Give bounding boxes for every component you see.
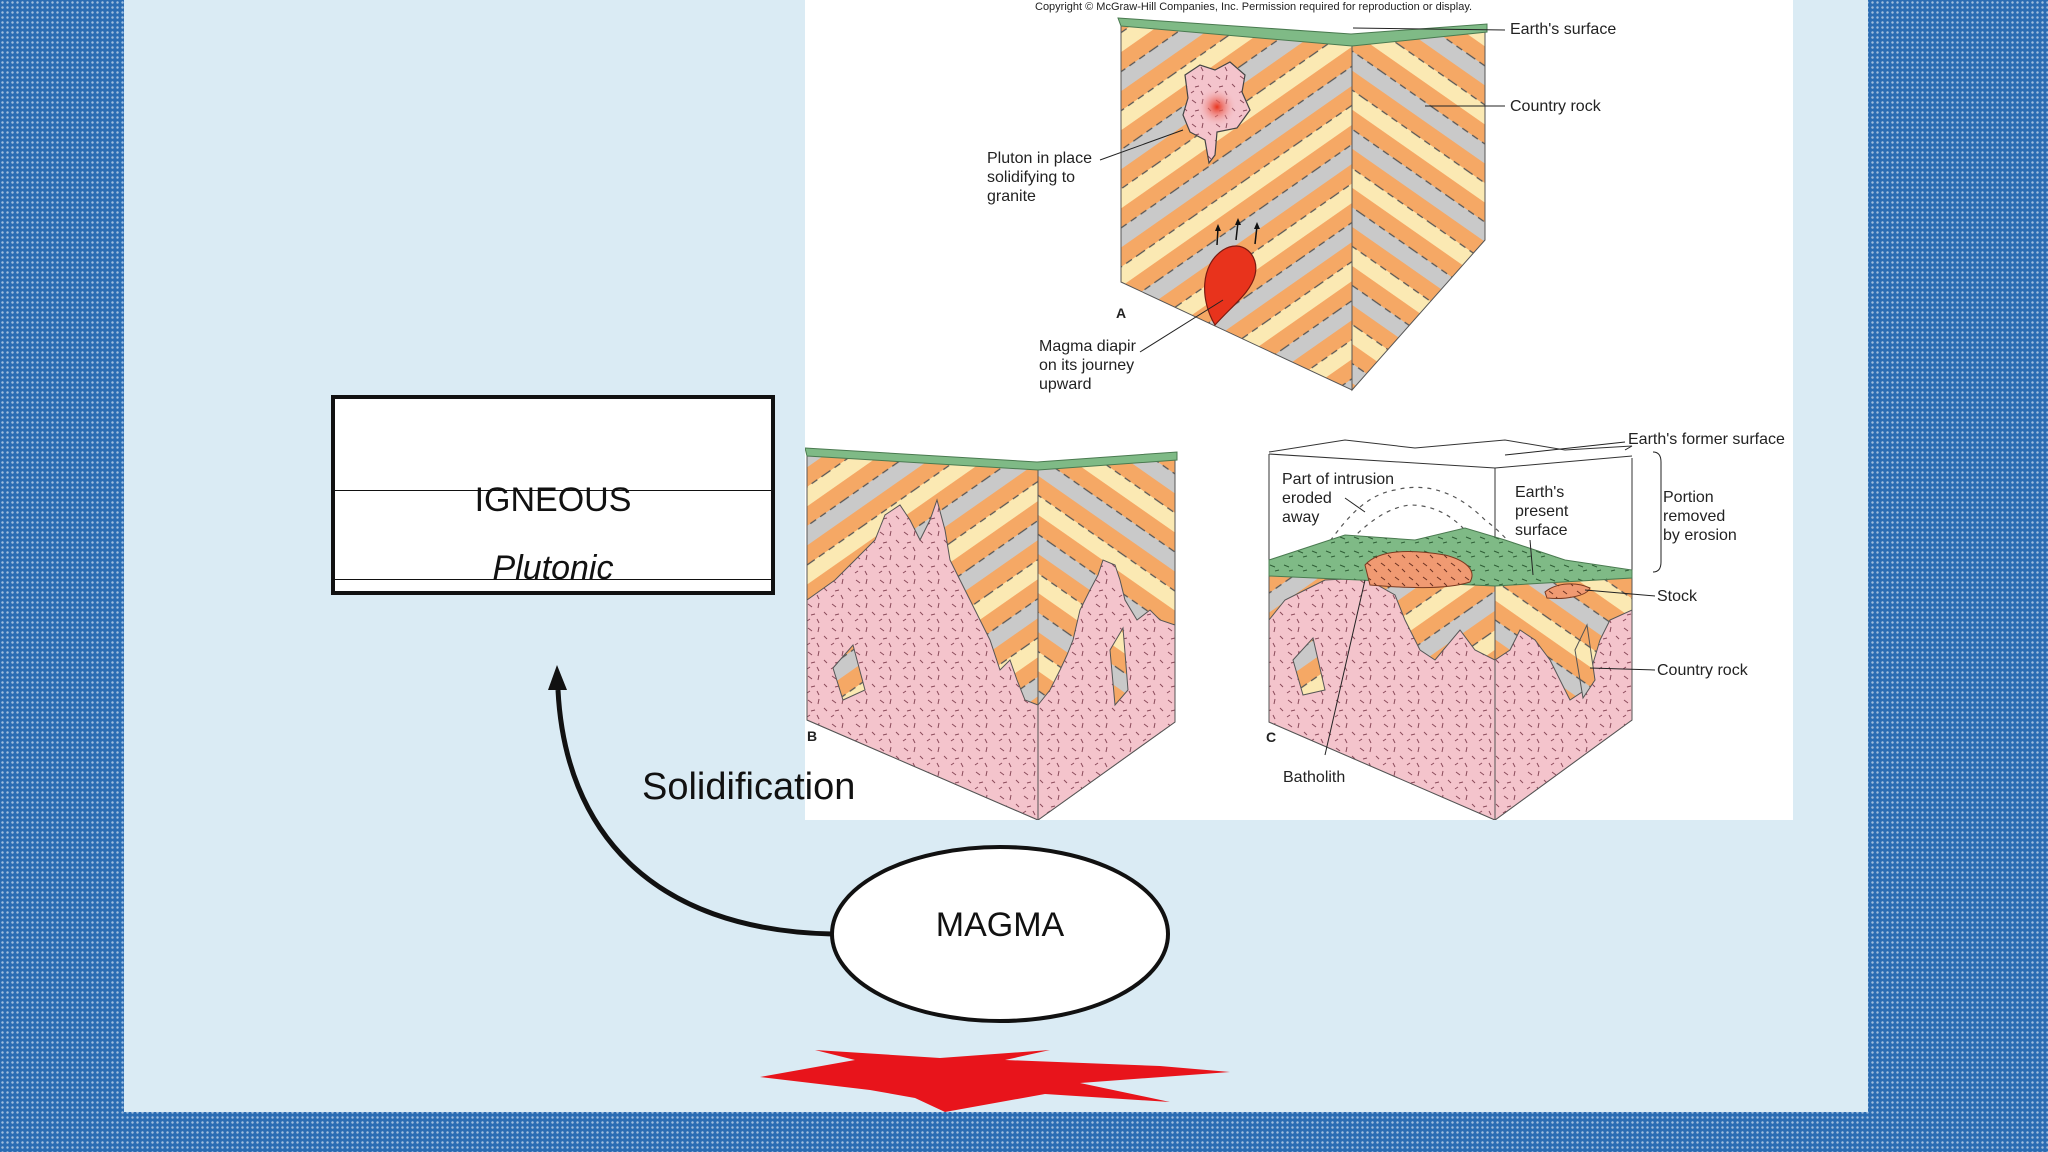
panel-c-block	[1268, 439, 1633, 820]
solidification-arrow	[555, 689, 833, 937]
stock-label: Stock	[1657, 588, 1698, 605]
pluton-figure: Copyright © McGraw-Hill Companies, Inc. …	[805, 0, 1793, 820]
arrow-head	[548, 665, 567, 690]
heat-starburst	[760, 1050, 1230, 1112]
solidification-label: Solidification	[642, 766, 856, 808]
exposed-batholith	[1364, 550, 1473, 589]
portion-removed-label: Portion removed by erosion	[1663, 489, 1737, 544]
rock-subtype: Plutonic	[492, 549, 614, 587]
box-divider-bottom	[335, 579, 771, 580]
country-rock-label-c: Country rock	[1657, 662, 1749, 679]
batholith-label: Batholith	[1283, 769, 1345, 786]
pluton-label: Pluton in place solidifying to granite	[987, 150, 1096, 205]
panel-a-letter: A	[1116, 305, 1126, 321]
stock	[1544, 583, 1591, 599]
eroded-label: Part of intrusion eroded away	[1282, 471, 1399, 526]
earths-surface-label: Earth's surface	[1510, 21, 1616, 38]
rock-type-title: IGNEOUS	[474, 481, 632, 519]
magma-diapir	[1204, 245, 1257, 327]
panel-b-block	[805, 447, 1178, 820]
panel-a-block	[1117, 17, 1488, 392]
panel-c-letter: C	[1266, 729, 1276, 745]
copyright-text: Copyright © McGraw-Hill Companies, Inc. …	[1035, 1, 1472, 13]
box-divider-top	[335, 490, 771, 491]
igneous-box: IGNEOUS Plutonic	[331, 395, 775, 595]
magma-ellipse	[830, 845, 1170, 1023]
magma-label: MAGMA	[935, 906, 1065, 944]
panel-b-surface	[805, 447, 1178, 471]
country-rock-label-a: Country rock	[1510, 98, 1602, 115]
diapir-label: Magma diapir on its journey upward	[1039, 338, 1140, 393]
former-surface-label: Earth's former surface	[1628, 431, 1785, 448]
panel-a-surface	[1117, 17, 1488, 47]
present-surface-label: Earth's present surface	[1515, 484, 1573, 539]
panel-b-letter: B	[807, 728, 817, 744]
pluton-hot-core	[1197, 87, 1237, 127]
